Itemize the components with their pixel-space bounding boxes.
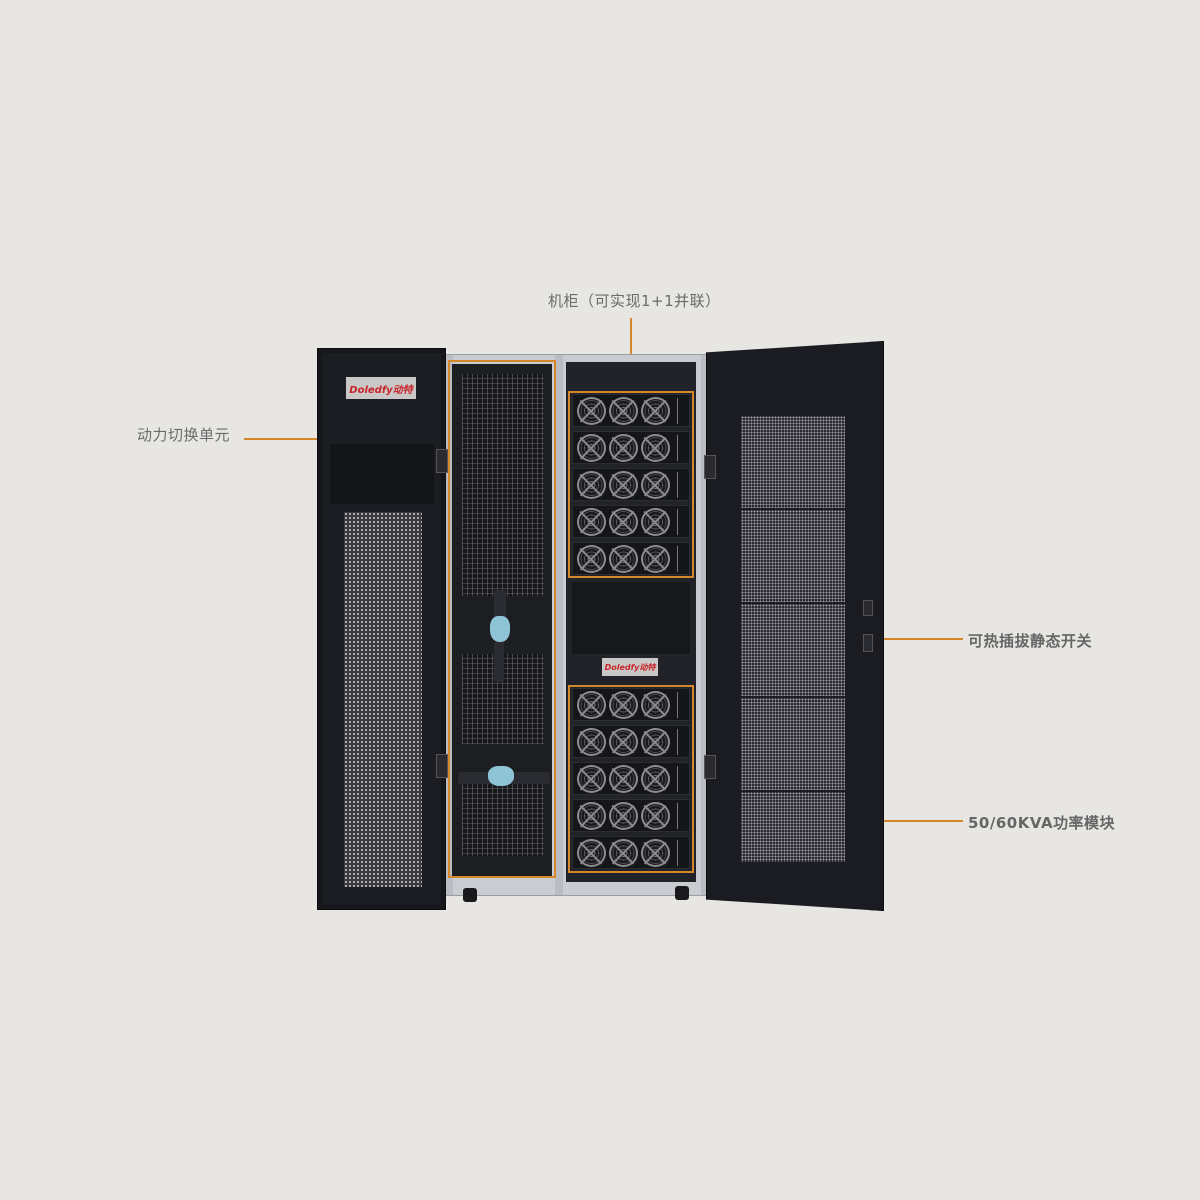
fan-icon <box>577 801 606 830</box>
fan-icon <box>608 838 638 867</box>
fan-icon <box>608 727 638 756</box>
power-module-lower-1 <box>572 688 690 721</box>
fan-icon <box>608 544 638 573</box>
fan-icon <box>608 764 638 793</box>
fan-icon <box>577 727 606 756</box>
fan-icon <box>640 690 670 719</box>
power-module-lower-2 <box>572 725 690 758</box>
fan-icon <box>608 690 638 719</box>
power-module-upper-5 <box>572 542 690 575</box>
fan-icon <box>640 396 670 425</box>
switch-knob-icon <box>490 616 510 642</box>
fan-icon <box>577 396 606 425</box>
switch-knob-icon <box>488 766 514 786</box>
power-module-lower-3 <box>572 762 690 795</box>
door-filter-panel-1 <box>741 416 845 508</box>
fan-icon <box>608 433 638 462</box>
fan-icon <box>608 507 638 536</box>
fan-icon <box>640 507 670 536</box>
cabinet-label: 机柜（可实现1+1并联） <box>548 292 721 310</box>
module-column: Doledfy动特 <box>566 362 696 882</box>
fan-icon <box>640 727 670 756</box>
door-filter-panel-4 <box>741 698 845 790</box>
power-module-upper-2 <box>572 431 690 464</box>
caster-wheel-icon <box>463 888 477 902</box>
door-hinge-icon <box>704 455 716 479</box>
power-switch-unit-label: 动力切换单元 <box>137 426 231 444</box>
power-module-label: 50/60KVA功率模块 <box>968 814 1116 832</box>
left-door: Doledfy动特 <box>317 348 448 910</box>
fan-icon <box>577 470 606 499</box>
power-module-upper-4 <box>572 505 690 538</box>
fan-icon <box>608 470 638 499</box>
door-filter-panel-2 <box>741 510 845 602</box>
static-switch-label: 可热插拔静态开关 <box>968 632 1093 650</box>
right-door <box>706 341 884 911</box>
fan-icon <box>640 764 670 793</box>
fan-icon <box>640 801 670 830</box>
door-hinge-icon <box>436 449 448 473</box>
door-vent-mesh <box>344 512 422 887</box>
fan-icon <box>640 470 670 499</box>
power-module-upper-1 <box>572 394 690 427</box>
fan-icon <box>577 544 606 573</box>
door-filter-panel-3 <box>741 604 845 696</box>
door-hinge-icon <box>436 754 448 778</box>
fan-icon <box>640 838 670 867</box>
fan-icon <box>577 507 606 536</box>
fan-icon <box>640 544 670 573</box>
power-switch-unit-highlight <box>448 360 556 878</box>
power-module-upper-3 <box>572 468 690 501</box>
switch-handle <box>494 642 504 682</box>
power-module-lower-4 <box>572 799 690 832</box>
static-switch-module <box>572 582 690 654</box>
door-filter-panel-5 <box>741 792 845 862</box>
fan-icon <box>608 801 638 830</box>
upper-modules-highlight <box>568 391 694 578</box>
door-hinge-icon <box>704 755 716 779</box>
fan-icon <box>608 396 638 425</box>
cabinet-brand-logo: Doledfy动特 <box>602 658 658 676</box>
fan-icon <box>577 433 606 462</box>
door-lock-icon <box>863 600 873 616</box>
fan-icon <box>577 764 606 793</box>
lower-modules-highlight <box>568 685 694 873</box>
power-switch-unit <box>452 364 552 876</box>
door-lock-icon <box>863 634 873 652</box>
caster-wheel-icon <box>675 886 689 900</box>
fan-icon <box>640 433 670 462</box>
power-module-lower-5 <box>572 836 690 869</box>
door-panel <box>330 444 434 504</box>
door-brand-logo: Doledfy动特 <box>346 377 416 399</box>
fan-icon <box>577 690 606 719</box>
fan-icon <box>577 838 606 867</box>
